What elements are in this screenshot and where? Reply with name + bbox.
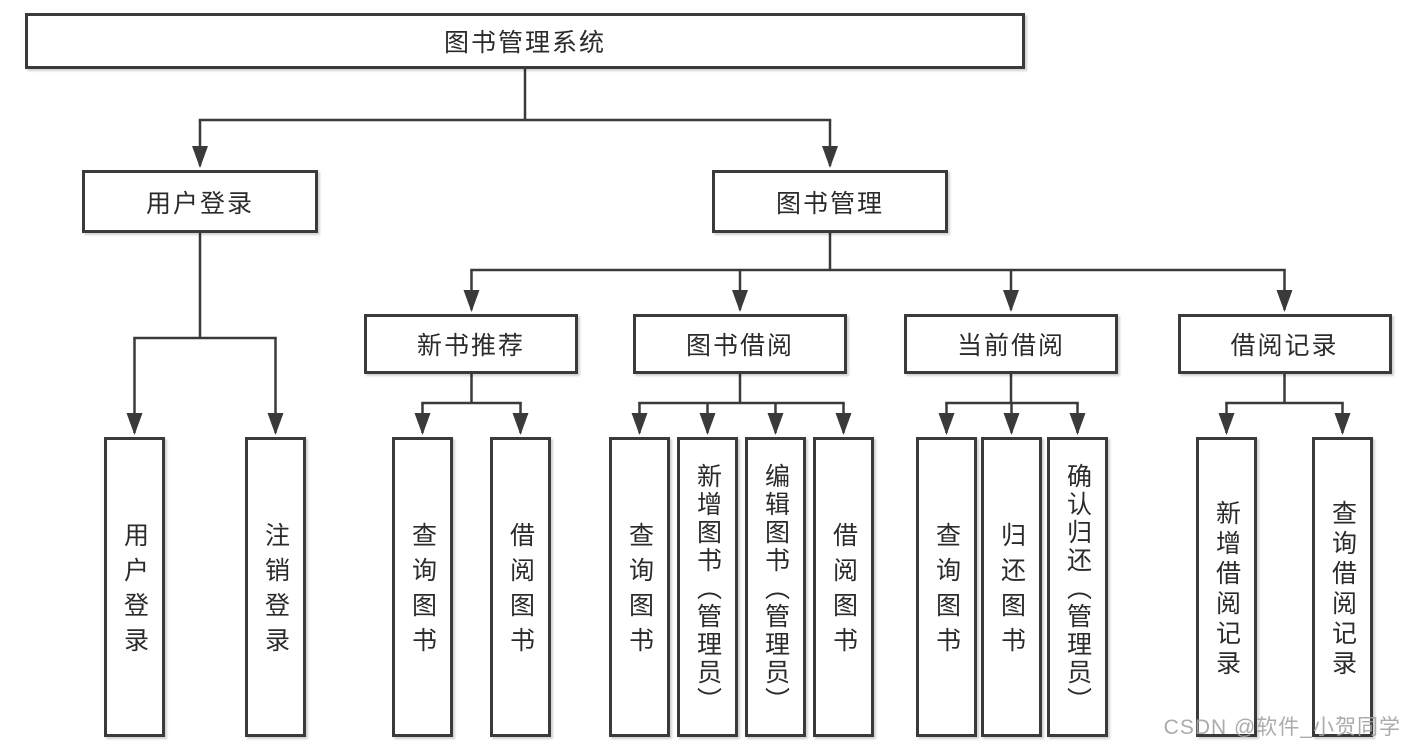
leaf-current-return-books: 归还图书 [981, 437, 1042, 737]
leaf-newbook-borrow-books: 借阅图书 [490, 437, 551, 737]
node-borrowing-records: 借阅记录 [1177, 314, 1392, 374]
node-label: 当前借阅 [956, 332, 1065, 360]
leaf-records-add-record: 新增借阅记录 [1196, 437, 1257, 737]
leaf-label: 新增借阅记录 [1212, 499, 1241, 680]
leaf-logout: 注销登录 [245, 437, 306, 737]
leaf-records-query-record: 查询借阅记录 [1312, 437, 1373, 737]
node-label: 借阅记录 [1230, 332, 1339, 360]
leaf-newbook-query-books: 查询图书 [392, 437, 453, 737]
leaf-current-confirm-return-admin: 确认归还（管理员） [1047, 437, 1108, 737]
leaf-label: 新增图书（管理员） [693, 462, 722, 715]
node-user-login: 用户登录 [82, 170, 318, 233]
leaf-label: 查询借阅记录 [1328, 499, 1357, 680]
leaf-label: 确认归还（管理员） [1063, 462, 1092, 715]
leaf-label: 用户登录 [120, 522, 149, 662]
edges-book-management [463, 233, 1293, 312]
leaf-borrowing-borrow-books: 借阅图书 [813, 437, 874, 737]
leaf-label: 注销登录 [261, 522, 290, 662]
node-label: 新书推荐 [416, 332, 525, 360]
leaf-current-query-books: 查询图书 [916, 437, 977, 737]
leaf-label: 借阅图书 [506, 522, 535, 662]
edges-new-book-recommend [414, 374, 529, 435]
node-label: 图书管理 [775, 189, 884, 218]
leaf-label: 查询图书 [408, 522, 437, 662]
edges-book-borrowing [631, 374, 852, 435]
watermark-csdn: CSDN @软件_小贺同学 [1163, 716, 1401, 739]
node-current-borrowing: 当前借阅 [904, 314, 1118, 374]
leaf-label: 查询图书 [932, 522, 961, 662]
edges-user-login [126, 233, 284, 435]
node-book-borrowing: 图书借阅 [633, 314, 847, 374]
leaf-label: 归还图书 [997, 522, 1026, 662]
node-label: 用户登录 [145, 189, 254, 218]
leaf-borrowing-query-books: 查询图书 [609, 437, 670, 737]
leaf-label: 借阅图书 [829, 522, 858, 662]
leaf-label: 查询图书 [625, 522, 654, 662]
node-root-system: 图书管理系统 [25, 13, 1025, 69]
leaf-label: 编辑图书（管理员） [761, 462, 790, 715]
edges-borrowing-records [1218, 374, 1351, 435]
node-label: 图书借阅 [685, 332, 794, 360]
node-book-management: 图书管理 [712, 170, 948, 233]
node-new-book-recommend: 新书推荐 [364, 314, 578, 374]
edges-current-borrowing [938, 374, 1086, 435]
leaf-user-login: 用户登录 [104, 437, 165, 737]
leaf-borrowing-edit-books-admin: 编辑图书（管理员） [745, 437, 806, 737]
node-label: 图书管理系统 [443, 29, 606, 57]
edges-root [192, 69, 838, 168]
leaf-borrowing-add-books-admin: 新增图书（管理员） [677, 437, 738, 737]
